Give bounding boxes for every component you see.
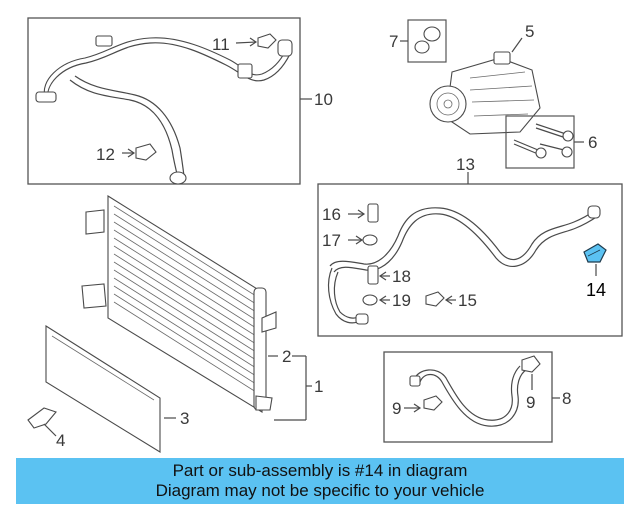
callout-16: 16: [322, 205, 341, 224]
callout-1: 1: [314, 377, 323, 396]
clip-part-12[interactable]: [135, 143, 157, 161]
highlighted-clip-part-14[interactable]: [583, 243, 607, 263]
callout-6: 6: [588, 133, 597, 152]
callout-7: 7: [389, 32, 398, 51]
banner-line-2: Diagram may not be specific to your vehi…: [155, 481, 485, 500]
condenser-part-1[interactable]: [81, 195, 277, 413]
info-banner: Part or sub-assembly is #14 in diagram D…: [16, 458, 624, 504]
seal-panel-part-3[interactable]: [45, 325, 161, 453]
clip-part-9-right[interactable]: [521, 355, 541, 373]
callout-13: 13: [456, 155, 475, 174]
clip-part-9-left[interactable]: [423, 395, 443, 411]
callout-14: 14: [586, 280, 606, 300]
callout-5: 5: [525, 22, 534, 41]
callout-9-right: 9: [526, 393, 535, 412]
compressor-part-5[interactable]: [429, 51, 541, 135]
callout-11: 11: [212, 35, 230, 54]
callout-15: 15: [458, 291, 477, 310]
callout-19: 19: [392, 291, 411, 310]
bracket-part-4[interactable]: [27, 407, 57, 429]
o-ring-part-19[interactable]: [362, 294, 378, 306]
valve-part-18[interactable]: [367, 265, 379, 285]
group-box-13: [317, 183, 623, 337]
o-ring-part-7[interactable]: [414, 26, 441, 54]
group-box-8: [383, 351, 553, 443]
callout-2: 2: [282, 347, 291, 366]
bolt-part-6[interactable]: [513, 123, 574, 159]
clip-part-15[interactable]: [425, 291, 445, 307]
callout-12: 12: [96, 145, 115, 164]
callout-9-left: 9: [392, 399, 401, 418]
banner-line-1: Part or sub-assembly is #14 in diagram: [172, 461, 468, 480]
clip-part-11[interactable]: [257, 33, 277, 49]
group-box-10: [27, 17, 301, 185]
sensor-part-16[interactable]: [367, 203, 379, 223]
callout-17: 17: [322, 231, 341, 250]
ac-hose-assembly[interactable]: [35, 35, 293, 185]
callout-3: 3: [180, 409, 189, 428]
callout-4: 4: [56, 431, 65, 450]
hose-part-8[interactable]: [409, 365, 527, 427]
callout-8: 8: [562, 389, 571, 408]
callout-18: 18: [392, 267, 411, 286]
o-ring-part-17[interactable]: [362, 234, 378, 246]
part-7-box: [407, 19, 447, 63]
ac-line-part-13[interactable]: [327, 205, 601, 325]
callout-10: 10: [314, 90, 333, 109]
